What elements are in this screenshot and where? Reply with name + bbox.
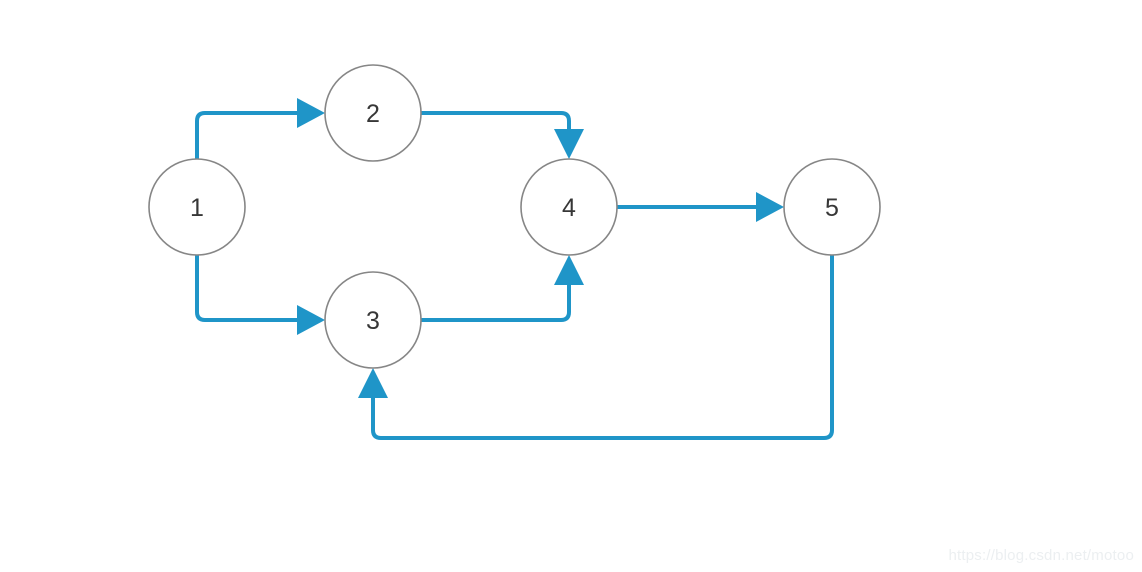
edge-5-to-3[interactable]	[358, 255, 834, 440]
node-2-label: 2	[366, 100, 380, 128]
edge-3-to-4-arrowhead	[554, 255, 584, 285]
edge-1-to-3[interactable]	[195, 255, 325, 335]
node-5-label: 5	[825, 194, 839, 222]
watermark-text: https://blog.csdn.net/motoo	[948, 547, 1134, 564]
edge-2-to-4-line	[421, 111, 571, 129]
edge-5-to-3-arrowhead	[358, 368, 388, 398]
node-3-circle	[324, 271, 422, 369]
edge-1-to-2-line	[195, 111, 297, 159]
edge-3-to-4[interactable]	[421, 255, 584, 322]
node-3[interactable]: 3	[324, 271, 422, 369]
edge-2-to-4-arrowhead	[554, 129, 584, 159]
node-4-label: 4	[562, 194, 576, 222]
edge-2-to-4[interactable]	[421, 111, 584, 159]
edge-3-to-4-line	[421, 285, 571, 322]
edge-4-to-5-arrowhead	[756, 192, 784, 222]
node-5[interactable]: 5	[783, 158, 881, 256]
node-1-label: 1	[190, 194, 204, 222]
node-2[interactable]: 2	[324, 64, 422, 162]
node-4-circle	[520, 158, 618, 256]
node-1[interactable]: 1	[148, 158, 246, 256]
node-4[interactable]: 4	[520, 158, 618, 256]
node-5-circle	[783, 158, 881, 256]
edge-5-to-3-line	[371, 255, 834, 440]
edge-1-to-3-line	[195, 255, 297, 322]
edge-1-to-2[interactable]	[195, 98, 325, 159]
node-1-circle	[148, 158, 246, 256]
node-2-circle	[324, 64, 422, 162]
edge-1-to-3-arrowhead	[297, 305, 325, 335]
edge-4-to-5[interactable]	[617, 192, 784, 222]
node-3-label: 3	[366, 307, 380, 335]
edge-1-to-2-arrowhead	[297, 98, 325, 128]
